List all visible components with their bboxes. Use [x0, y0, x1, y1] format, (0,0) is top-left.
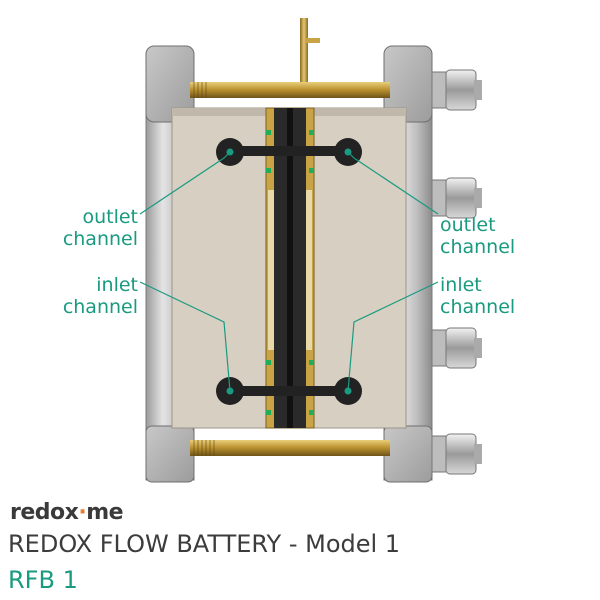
outlet-channel-label-right: outlet channel [440, 214, 516, 258]
brand-suffix: me [86, 500, 124, 525]
brand-mark: · [78, 500, 87, 525]
product-title: REDOX FLOW BATTERY - Model 1 [8, 530, 401, 558]
inlet-channel-label-right: inlet channel [440, 274, 516, 318]
corner-block [145, 425, 195, 483]
hex-nut [431, 177, 482, 219]
model-code: RFB 1 [8, 566, 78, 594]
membrane-stack [265, 107, 315, 429]
corner-block [383, 425, 433, 483]
brand-logo: redox·me [10, 500, 124, 525]
leader-line [139, 151, 439, 392]
hex-nut [431, 327, 482, 369]
outlet-channel-label-left: outlet channel [62, 206, 138, 250]
hex-nut [431, 433, 482, 475]
hex-nut [431, 69, 482, 111]
tie-rod [190, 82, 390, 456]
inlet-channel-label-left: inlet channel [62, 274, 138, 318]
brand-prefix: redox [10, 500, 79, 525]
terminal-tab [300, 18, 320, 98]
